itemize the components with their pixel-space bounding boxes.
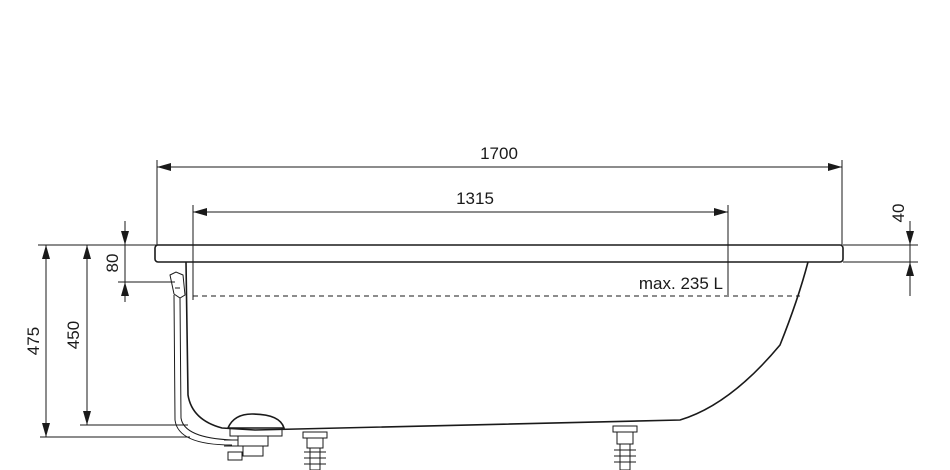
rim-to-waste-label: 80 — [103, 254, 122, 273]
overall-height-dimension: 475 — [24, 244, 157, 437]
inner-length-label: 1315 — [456, 189, 494, 208]
waste-overflow-pipe — [157, 271, 233, 446]
inner-height-label: 450 — [64, 321, 83, 349]
bathtub-body — [185, 261, 809, 431]
inner-height-dimension: 450 — [64, 244, 157, 425]
overall-length-label: 1700 — [480, 144, 518, 163]
adjustable-foot-left — [302, 431, 328, 470]
rim-thickness-dimension: 40 — [843, 204, 918, 296]
rim-to-waste-dimension: 80 — [103, 221, 175, 302]
rim-thickness-label: 40 — [889, 204, 908, 223]
inner-length-dimension: 1315 — [192, 189, 729, 295]
overall-height-label: 475 — [24, 327, 43, 355]
adjustable-foot-right — [612, 425, 638, 470]
capacity-label: max. 235 L — [639, 274, 723, 293]
overall-length-dimension: 1700 — [156, 144, 843, 245]
drain-trap — [224, 413, 286, 461]
bathtub-rim — [154, 244, 844, 263]
max-water-level: max. 235 L — [193, 274, 800, 297]
